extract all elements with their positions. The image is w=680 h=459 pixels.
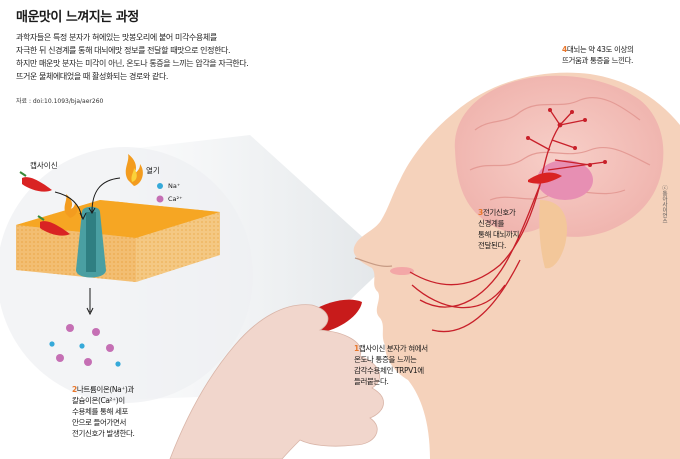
step-1-caption: 1캡사이신 분자가 혀에서 온도나 통증을 느끼는 감각수용체인 TRPV1에 …	[354, 343, 428, 387]
source-citation: 자료 : doi:10.1093/bja/aer260	[16, 98, 104, 105]
step-2-line: 안으로 들어가면서	[72, 418, 126, 427]
intro-line: 자극한 뒤 신경계를 통해 대뇌에맛 정보를 전달할 때맛으로 인정한다.	[16, 46, 231, 55]
step-1-line: 들러붙는다.	[354, 377, 389, 386]
step-3-line: 신경계를	[478, 219, 504, 228]
step-2-caption: 2나트륨이온(Na⁺)과 칼슘이온(Ca²⁺)이 수용체를 통해 세포 안으로 …	[72, 384, 135, 439]
step-2-line: 칼슘이온(Ca²⁺)이	[72, 396, 125, 405]
flame-icon-2	[64, 194, 78, 218]
step-3-number: 3	[478, 208, 483, 217]
ca-ion-label: Ca²⁺	[168, 195, 183, 203]
intro-line: 과학자들은 특정 분자가 혀에있는 맛봉오리에 붙어 미각수용체를	[16, 33, 217, 42]
brain-chili	[528, 172, 562, 184]
ion-particles	[49, 324, 121, 367]
step-4-number: 4	[562, 45, 567, 54]
ion-na-legend-dot	[157, 183, 163, 189]
step-3-line: 전달된다.	[478, 241, 506, 250]
step-3-line: 전기신호가	[482, 208, 516, 217]
step-1-line: 온도나 통증을 느끼는	[354, 355, 417, 364]
step-4-caption: 4대뇌는 약 43도 이상의 뜨거움과 통증을 느낀다.	[562, 44, 634, 66]
step-2-line: 수용체를 통해 세포	[72, 407, 128, 416]
brain	[454, 75, 664, 237]
brainstem	[539, 200, 568, 269]
step-3-line: 통해 대뇌까지	[478, 230, 519, 239]
tongue	[390, 267, 414, 275]
infographic-title: 매운맛이 느껴지는 과정	[16, 10, 139, 25]
intro-line: 하지만 매운맛 분자는 미각이 아닌, 온도나 통증을 느끼는 압각을 자극한다…	[16, 59, 249, 68]
chili-pepper-2	[40, 221, 70, 236]
step-1-line: 감각수용체인 TRPV1에	[354, 366, 424, 375]
step-1-line: 캡사이신 분자가 혀에서	[358, 344, 428, 353]
cell-membrane	[16, 200, 220, 282]
step-4-line: 대뇌는 약 43도 이상의	[566, 45, 634, 54]
step-2-line: 나트륨이온(Na⁺)과	[76, 385, 134, 394]
step-4-line: 뜨거움과 통증을 느낀다.	[562, 56, 633, 65]
na-ion-label: Na⁺	[168, 182, 181, 190]
trpv1-channel	[76, 206, 106, 278]
capsaicin-label: 캡사이신	[30, 161, 58, 170]
intro-line: 뜨거운 물체에대었을 때 활성화되는 경로와 같다.	[16, 72, 169, 81]
hand	[169, 304, 384, 459]
heat-label: 열기	[146, 166, 160, 175]
step-3-caption: 3전기신호가 신경계를 통해 대뇌까지 전달된다.	[478, 207, 519, 251]
ion-ca-legend-dot	[156, 195, 164, 203]
chili-pepper-1	[22, 177, 52, 192]
step-2-line: 전기신호가 발생한다.	[72, 429, 135, 438]
nerve-path	[409, 109, 606, 333]
step-2-number: 2	[72, 385, 77, 394]
intro-paragraph: 과학자들은 특정 분자가 혀에있는 맛봉오리에 붙어 미각수용체를 자극한 뒤 …	[16, 31, 316, 83]
credit: ⓒ동아사이언스	[661, 185, 667, 224]
step-1-number: 1	[354, 344, 359, 353]
